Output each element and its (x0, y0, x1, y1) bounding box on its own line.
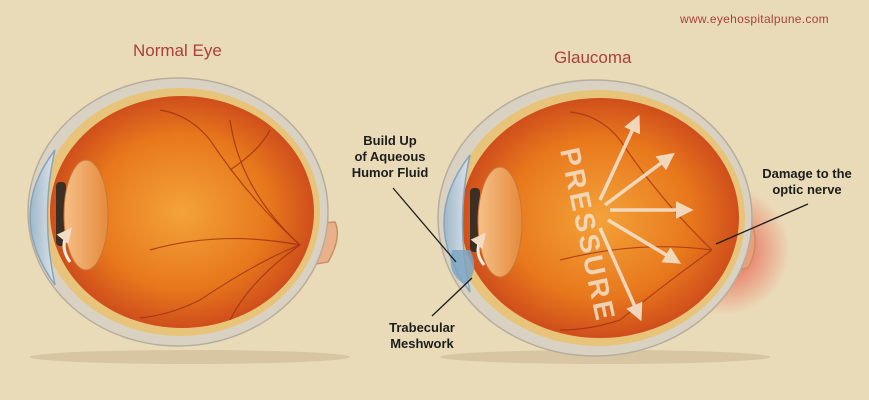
glaucoma-fluid-flow-arrow (470, 232, 486, 266)
trabecular-callout-line-2: Meshwork (390, 336, 454, 351)
aqueous-callout-line-3: Humor Fluid (351, 165, 429, 180)
optic-callout-line-1: Damage to the (762, 166, 852, 181)
normal-eye-shadow (30, 350, 350, 364)
pressure-arrow (598, 114, 641, 201)
trabecular-meshwork-callout: Trabecular Meshwork (372, 320, 472, 352)
trabecular-callout-line (431, 277, 473, 317)
pressure-arrow (598, 227, 643, 322)
glaucoma-title: Glaucoma (554, 48, 632, 67)
normal-eye (27, 77, 339, 347)
optic-callout-line-2: optic nerve (772, 182, 842, 197)
glaucoma-blood-vessels (559, 111, 713, 331)
aqueous-callout-line-2: of Aqueous (354, 149, 426, 164)
glaucoma-lens (477, 166, 523, 278)
glaucoma-eye-shadow (440, 350, 770, 364)
aqueous-humor-callout: Build Up of Aqueous Humor Fluid (340, 133, 440, 181)
pressure-arrow (603, 152, 675, 207)
website-url: www.eyehospitalpune.com (680, 12, 829, 26)
normal-blood-vessels (139, 109, 301, 321)
normal-cornea (29, 149, 56, 286)
normal-lens (63, 159, 109, 271)
aqueous-callout-line-1: Build Up (363, 133, 417, 148)
pressure-arrows (598, 114, 694, 322)
aqueous-fluid-buildup (450, 250, 475, 285)
optic-nerve-damage-callout: Damage to the optic nerve (752, 166, 862, 198)
normal-fluid-flow-arrow (56, 227, 72, 263)
trabecular-callout-line-1: Trabecular (389, 320, 455, 335)
glaucoma-eye: PRESSURE (437, 79, 790, 357)
pressure-arrow (607, 218, 682, 264)
normal-eye-title: Normal Eye (133, 41, 222, 60)
aqueous-callout-line (392, 187, 457, 263)
optic-nerve-callout-line (715, 203, 809, 245)
